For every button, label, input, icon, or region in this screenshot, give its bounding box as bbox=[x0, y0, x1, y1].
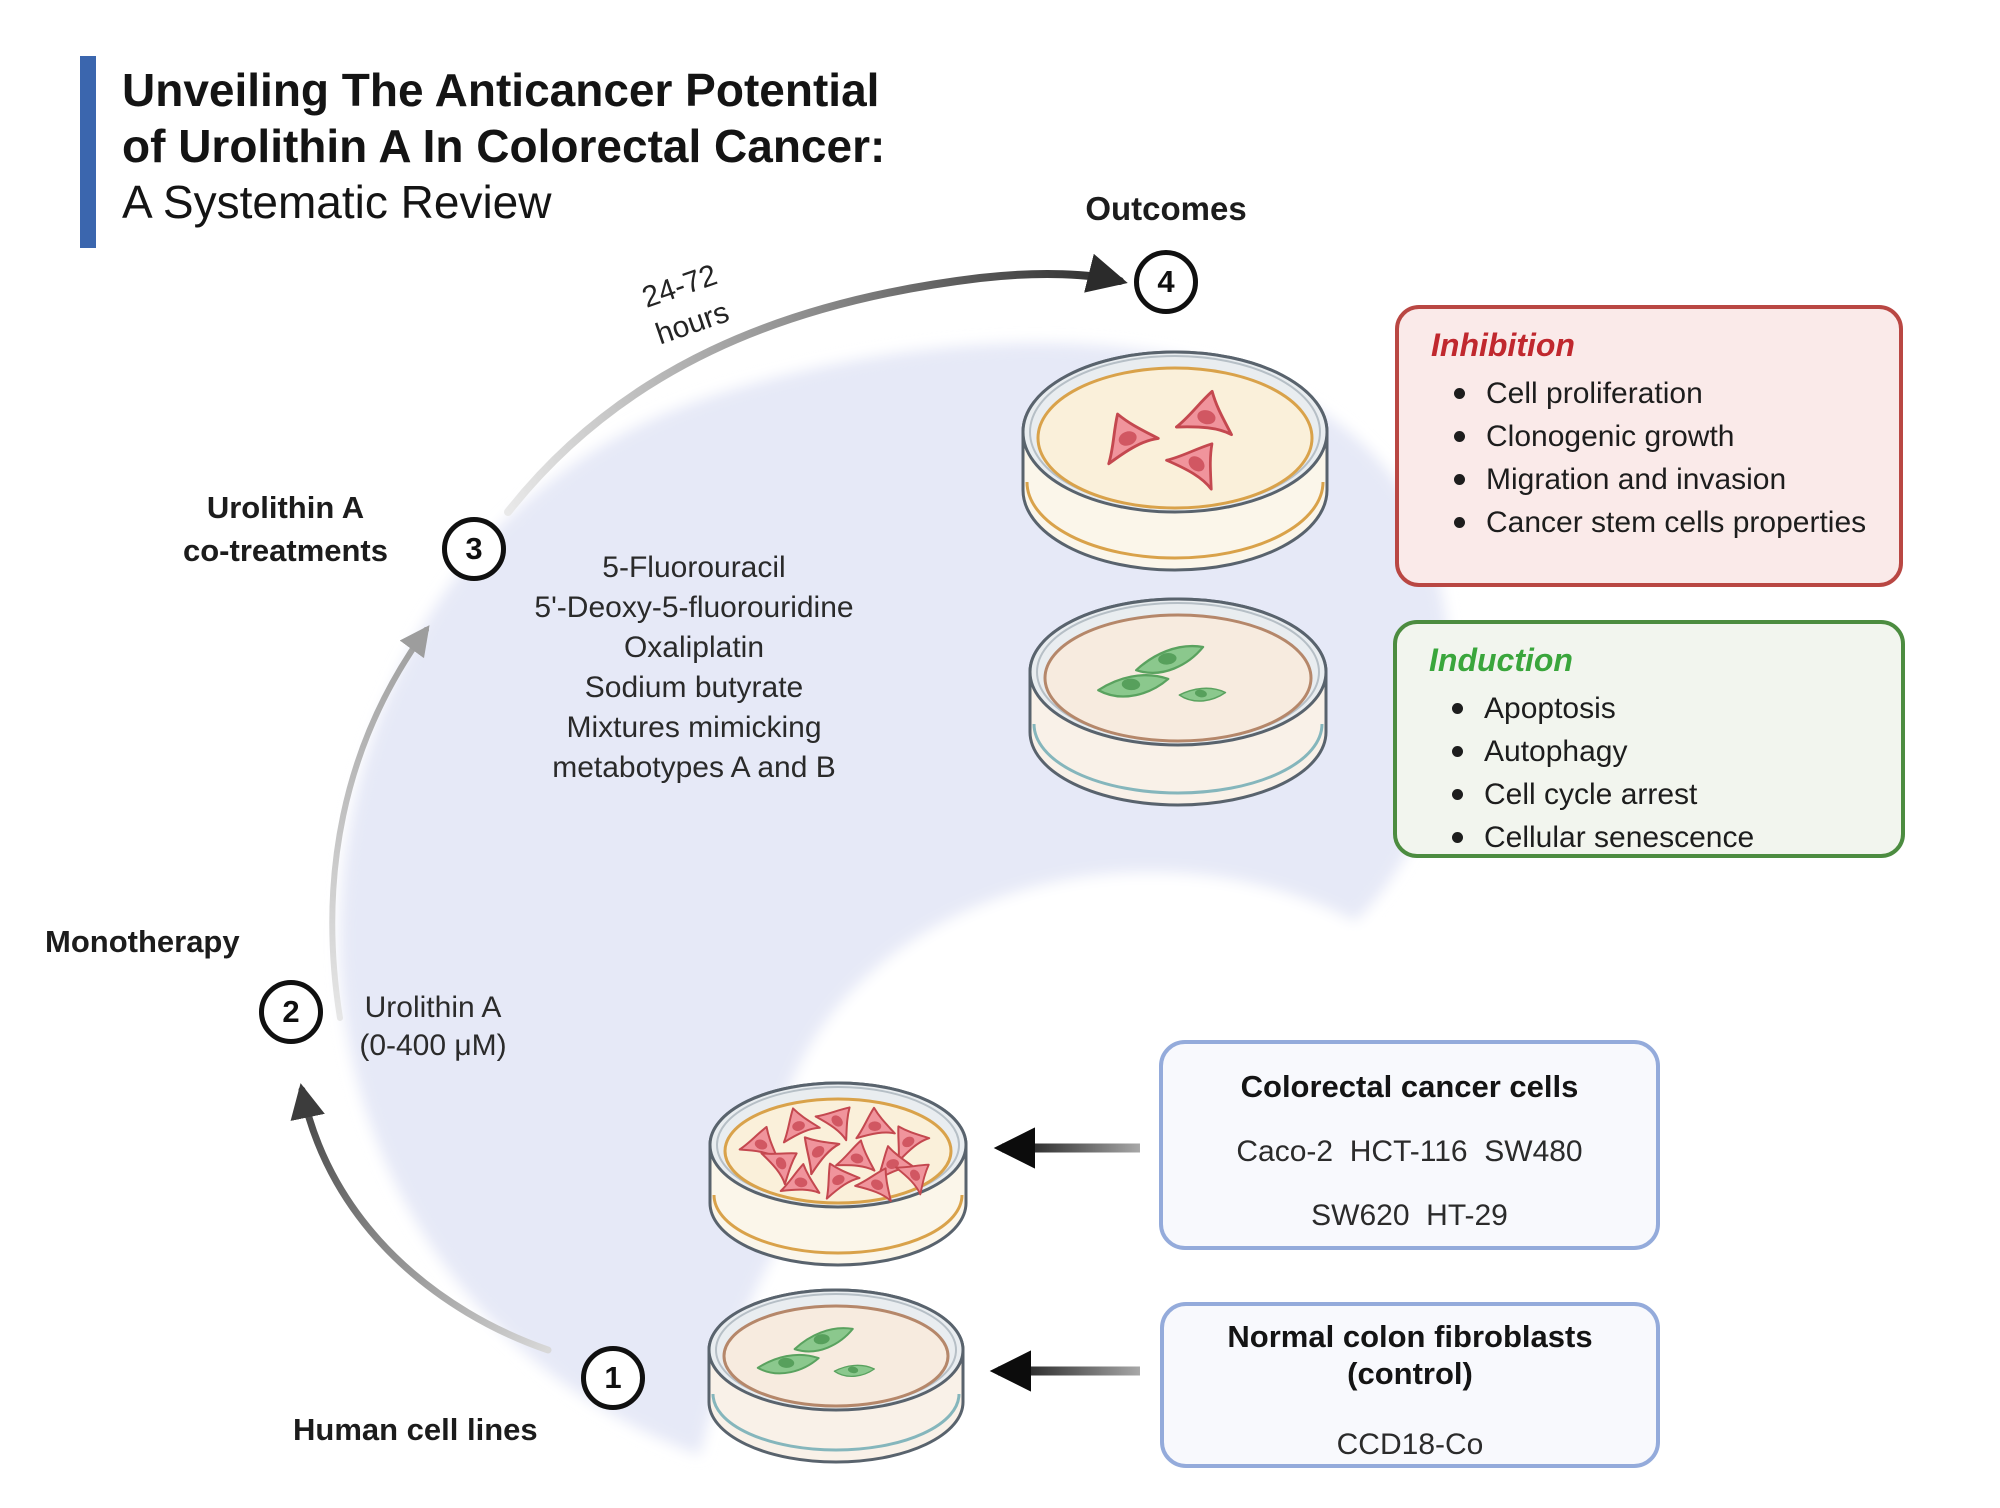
drug-item: Sodium butyrate bbox=[584, 671, 804, 704]
step-4-number: 4 bbox=[1157, 264, 1175, 299]
inhibition-list: Cell proliferation Clonogenic growth Mig… bbox=[1399, 372, 1899, 544]
inhibition-title: Inhibition bbox=[1431, 327, 1575, 363]
petri-dish-outcome-normal-cells bbox=[1028, 597, 1328, 807]
outcomes-label: Outcomes bbox=[1085, 190, 1247, 227]
list-item: Cellular senescence bbox=[1437, 816, 1877, 859]
drug-item: Mixtures mimicking bbox=[566, 711, 822, 744]
title-line-2: of Urolithin A In Colorectal Cancer: bbox=[122, 120, 886, 172]
arrow-step3-to-step4 bbox=[504, 253, 1128, 516]
step-2-number: 2 bbox=[282, 994, 300, 1029]
drug-item: metabotypes A and B bbox=[552, 751, 836, 784]
cotreatments-label: Urolithin A co-treatments bbox=[183, 490, 388, 568]
control-box-title: Normal colon fibroblasts (control) bbox=[1164, 1318, 1656, 1392]
cancer-cell-lines-row-2: SW620 HT-29 bbox=[1311, 1199, 1508, 1232]
drug-item: Oxaliplatin bbox=[623, 631, 765, 664]
figure-title: Unveiling The Anticancer Potential of Ur… bbox=[122, 62, 885, 230]
step-2-badge: 2 bbox=[259, 980, 323, 1044]
arrow-step1-to-step2 bbox=[290, 1083, 552, 1354]
title-accent-bar bbox=[80, 56, 96, 248]
list-item: Migration and invasion bbox=[1439, 458, 1875, 501]
monotherapy-label: Monotherapy bbox=[45, 924, 240, 959]
list-item: Cancer stem cells properties bbox=[1439, 501, 1875, 544]
induction-box: Induction Apoptosis Autophagy Cell cycle… bbox=[1393, 620, 1905, 858]
drug-item: 5-Fluorouracil bbox=[602, 551, 786, 584]
petri-dish-normal-fibroblasts bbox=[707, 1288, 965, 1464]
list-item: Apoptosis bbox=[1437, 687, 1877, 730]
inhibition-box: Inhibition Cell proliferation Clonogenic… bbox=[1395, 305, 1903, 587]
control-box-subtitle: (control) bbox=[1347, 1356, 1473, 1391]
cancer-box-title: Colorectal cancer cells bbox=[1240, 1069, 1579, 1104]
petri-dish-colorectal-cancer-cells bbox=[708, 1081, 968, 1267]
step-3-badge: 3 bbox=[442, 517, 506, 581]
colorectal-cancer-cells-box: Colorectal cancer cells Caco-2 HCT-116 S… bbox=[1159, 1040, 1660, 1250]
normal-fibroblasts-box: Normal colon fibroblasts (control) CCD18… bbox=[1160, 1302, 1660, 1468]
list-item: Autophagy bbox=[1437, 730, 1877, 773]
drug-item: 5'-Deoxy-5-fluorouridine bbox=[534, 591, 854, 624]
step-3-number: 3 bbox=[465, 531, 483, 566]
list-item: Cell proliferation bbox=[1439, 372, 1875, 415]
control-box-title-line: Normal colon fibroblasts bbox=[1227, 1319, 1593, 1354]
title-line-1: Unveiling The Anticancer Potential bbox=[122, 64, 880, 116]
petri-dish-outcome-cancer-cells bbox=[1021, 350, 1329, 572]
induction-list: Apoptosis Autophagy Cell cycle arrest Ce… bbox=[1397, 687, 1901, 859]
title-line-3: A Systematic Review bbox=[122, 176, 552, 228]
step-1-number: 1 bbox=[604, 1360, 622, 1395]
urolithin-dose-label: Urolithin A (0-400 μM) bbox=[359, 991, 507, 1062]
induction-title: Induction bbox=[1429, 642, 1573, 678]
cancer-cell-lines-row-1: Caco-2 HCT-116 SW480 bbox=[1236, 1135, 1583, 1168]
cotreatment-drug-list: 5-Fluorouracil 5'-Deoxy-5-fluorouridine … bbox=[438, 548, 950, 788]
list-item: Clonogenic growth bbox=[1439, 415, 1875, 458]
step-4-badge: 4 bbox=[1134, 250, 1198, 314]
arrow-step2-to-step3 bbox=[329, 625, 430, 1021]
step-1-badge: 1 bbox=[581, 1346, 645, 1410]
human-cell-lines-label: Human cell lines bbox=[293, 1412, 538, 1447]
control-cell-line: CCD18-Co bbox=[1336, 1428, 1484, 1461]
list-item: Cell cycle arrest bbox=[1437, 773, 1877, 816]
